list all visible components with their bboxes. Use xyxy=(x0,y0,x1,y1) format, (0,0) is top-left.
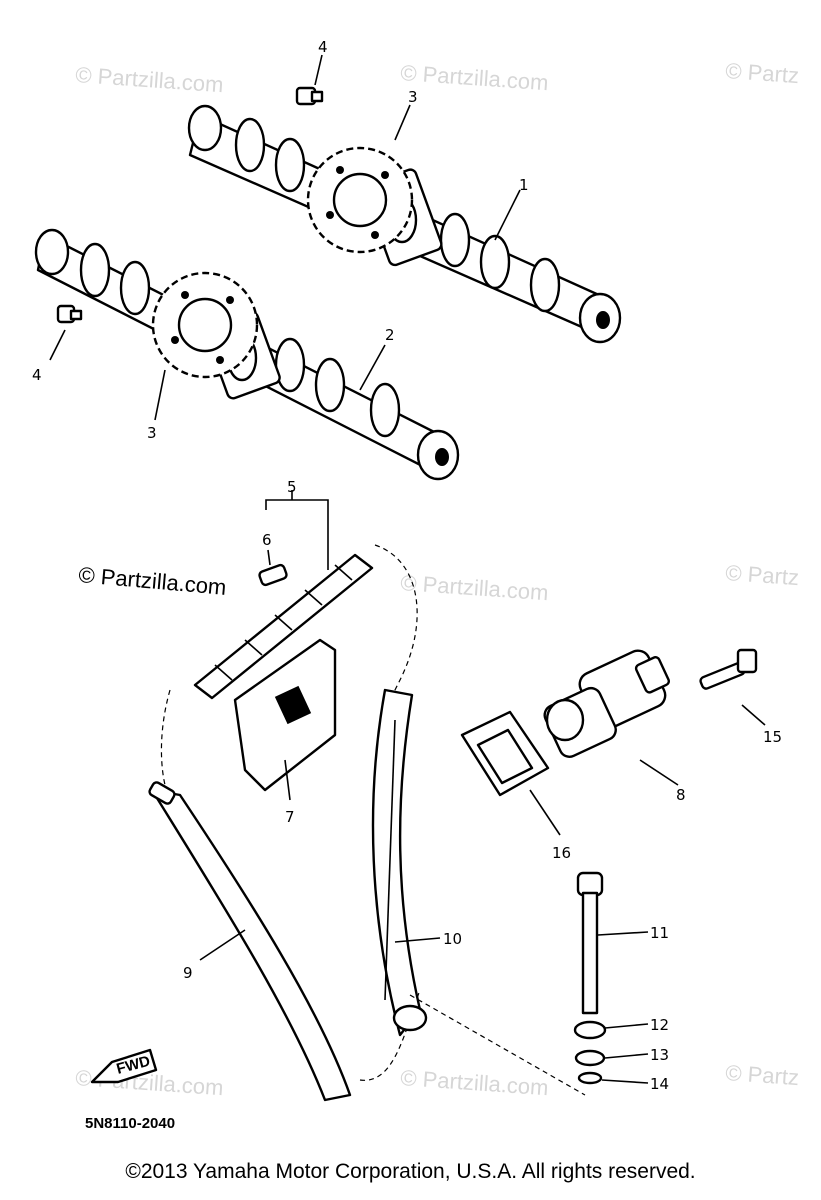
watermark: © Partz xyxy=(725,58,800,88)
callout-8: 8 xyxy=(676,786,686,804)
callout-9: 9 xyxy=(183,964,193,982)
callout-4: 4 xyxy=(318,38,328,56)
callout-13: 13 xyxy=(650,1046,669,1064)
camshaft-sprocket-lower xyxy=(151,271,259,379)
callout-3: 3 xyxy=(147,424,157,442)
tensioner-cap-bolt xyxy=(699,648,758,690)
callouts: 4 3 1 2 4 3 5 6 7 8 15 16 9 10 11 12 13 … xyxy=(32,38,782,1093)
chain-guide-stopper xyxy=(233,638,337,792)
watermark: © Partzilla.com xyxy=(400,1065,550,1100)
washer-12 xyxy=(573,1020,607,1040)
callout-3: 3 xyxy=(408,88,418,106)
callout-5: 5 xyxy=(287,478,297,496)
callout-10: 10 xyxy=(443,930,462,948)
copyright-notice: ©2013 Yamaha Motor Corporation, U.S.A. A… xyxy=(125,1160,696,1183)
chain-joint-link xyxy=(258,563,288,587)
tensioner-gasket xyxy=(460,710,550,797)
sprocket-bolt-upper xyxy=(295,86,324,106)
callout-14: 14 xyxy=(650,1075,669,1093)
chain-guide-exhaust-side xyxy=(148,781,352,1102)
assembly-line xyxy=(409,994,586,1096)
o-ring-14 xyxy=(577,1071,603,1085)
callout-2: 2 xyxy=(385,326,395,344)
washer-13 xyxy=(574,1049,606,1067)
callout-16: 16 xyxy=(552,844,571,862)
watermark: © Partz xyxy=(725,1060,800,1090)
watermark: © Partzilla.com xyxy=(400,60,550,95)
diagram-code: 5N8110-2040 xyxy=(85,1115,175,1132)
chain-tensioner xyxy=(543,649,671,758)
callout-1: 1 xyxy=(519,176,529,194)
forward-direction-arrow: FWD xyxy=(90,1048,158,1084)
watermark: © Partzilla.com xyxy=(400,570,550,605)
callout-7: 7 xyxy=(285,808,295,826)
camshaft-sprocket-upper xyxy=(306,146,414,254)
leader-lines xyxy=(49,54,766,1084)
watermark-layer: © Partzilla.com © Partzilla.com © Partz … xyxy=(75,58,800,1100)
callout-4: 4 xyxy=(32,366,42,384)
guide-bolt xyxy=(576,871,604,1015)
callout-11: 11 xyxy=(650,924,669,942)
sprocket-bolt-lower xyxy=(56,304,83,324)
callout-6: 6 xyxy=(262,531,272,549)
callout-15: 15 xyxy=(763,728,782,746)
chain-guide-intake-side xyxy=(371,688,428,1037)
watermark: © Partz xyxy=(725,560,800,590)
watermark: © Partzilla.com xyxy=(75,62,225,97)
watermark-dark: © Partzilla.com xyxy=(78,562,228,600)
callout-12: 12 xyxy=(650,1016,669,1034)
